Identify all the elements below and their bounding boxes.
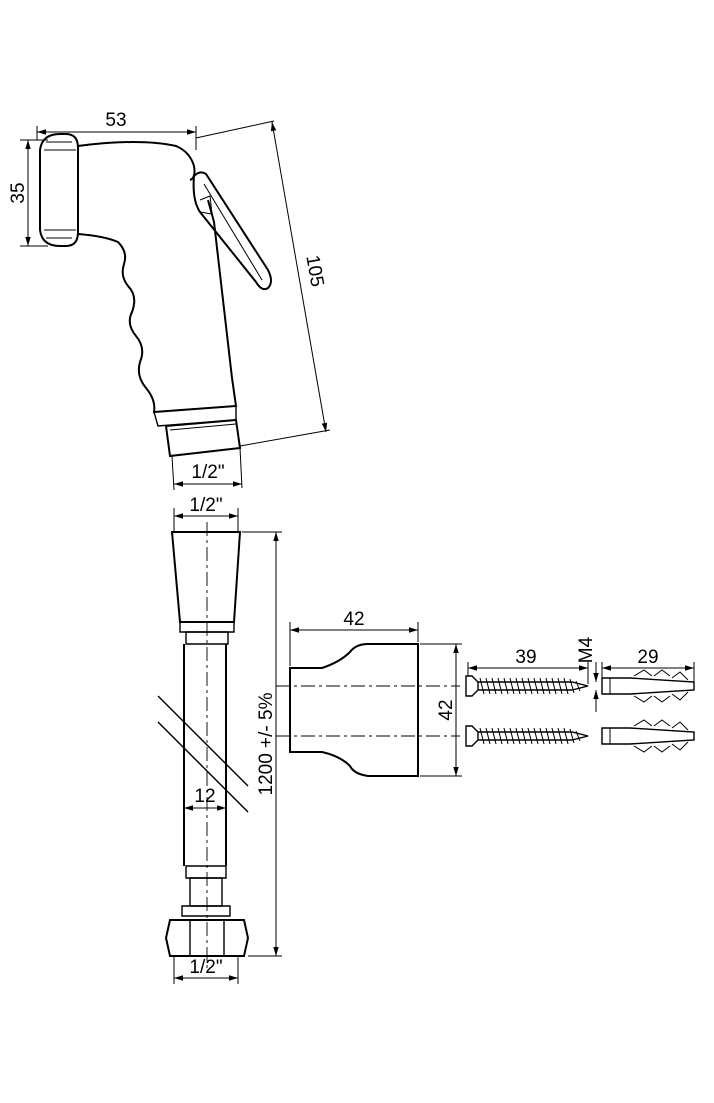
label-plug-length: 29	[637, 647, 658, 668]
dim-screw-length: 39	[467, 647, 589, 684]
hand-sprayer	[39, 133, 272, 458]
label-screw-length: 39	[515, 647, 536, 668]
hose	[157, 522, 250, 968]
label-screw-thread: M4	[576, 636, 597, 663]
label-hose-bottom-thread: 1/2"	[189, 957, 222, 978]
label-holder-width: 42	[343, 609, 364, 630]
sprayer-head	[39, 133, 79, 247]
label-sprayer-thread: 1/2"	[191, 462, 224, 483]
label-holder-height: 42	[436, 699, 457, 720]
label-hose-diameter: 12	[194, 786, 215, 807]
dim-holder-width: 42	[289, 609, 419, 666]
dim-hose-top-thread: 1/2"	[173, 495, 239, 532]
dim-plug-length: 29	[601, 647, 695, 682]
sprayer-thread	[164, 418, 242, 458]
label-sprayer-length: 105	[301, 254, 327, 289]
dim-holder-height: 42	[420, 643, 462, 777]
dim-sprayer-thread: 1/2"	[171, 447, 243, 491]
dim-hose-diameter: 12	[184, 786, 226, 811]
label-sprayer-head-height: 35	[8, 182, 29, 203]
holder-body	[289, 643, 419, 777]
label-hose-length: 1200 +/- 5%	[256, 692, 277, 795]
dim-screw-thread: M4	[576, 636, 599, 712]
wall-plug-upper	[601, 669, 695, 703]
dim-hose-length: 1200 +/- 5%	[242, 531, 282, 957]
wall-holder	[276, 643, 460, 777]
label-sprayer-width: 53	[105, 110, 126, 131]
dim-sprayer-width: 53	[36, 110, 197, 150]
wall-plug-lower	[601, 719, 695, 753]
dim-sprayer-head-height: 35	[8, 139, 48, 247]
sprayer-trigger	[192, 171, 272, 291]
hose-top-nut	[170, 531, 242, 623]
dim-hose-bottom-thread: 1/2"	[173, 956, 239, 984]
screw-upper	[465, 675, 589, 697]
label-hose-top-thread: 1/2"	[189, 495, 222, 516]
screw-lower	[465, 725, 589, 747]
dim-sprayer-length: 105	[195, 120, 331, 447]
hose-bottom-nut	[164, 919, 250, 957]
